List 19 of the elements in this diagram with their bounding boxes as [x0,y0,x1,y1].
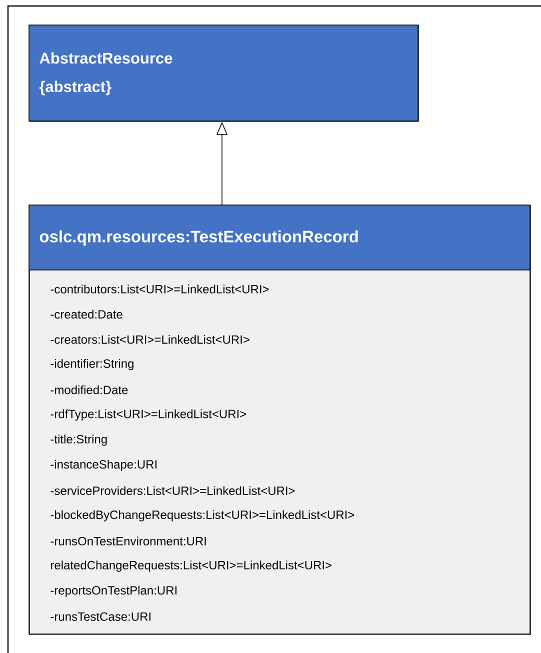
attribute-text: -rdfType:List<URI>=LinkedList<URI> [50,409,246,421]
attribute-text: -runsOnTestEnvironment:URI [50,536,206,546]
class-box [28,204,531,635]
attribute-text: -blockedByChangeRequests:List<URI>=LinkedList<URI> [50,510,354,522]
attribute-text: -created:Date [50,310,122,319]
attribute-text: -contributors:List<URI>=LinkedList<URI> [50,284,269,294]
attribute-text: -runsTestCase:URI [50,612,150,621]
class-name: {abstract} [39,80,112,96]
attribute-text: -modified:Date [50,385,128,394]
attribute-text: -creators:List<URI>=LinkedList<URI> [50,335,250,344]
class-box [28,24,419,122]
attribute-text: -instanceShape:URI [50,460,156,471]
class-name: AbstractResource [40,52,172,64]
attribute-text: -identifier:String [50,359,134,370]
attribute-text: -title:String [50,434,107,446]
attribute-text: relatedChangeRequests:List<URI>=LinkedList<URI> [51,560,332,572]
class-name: oslc.qm.resources:TestExecutionRecord [40,230,358,246]
attribute-text: -reportsOnTestPlan:URI [50,586,176,597]
attribute-text: -serviceProviders:List<URI>=LinkedList<URI> [50,486,295,495]
